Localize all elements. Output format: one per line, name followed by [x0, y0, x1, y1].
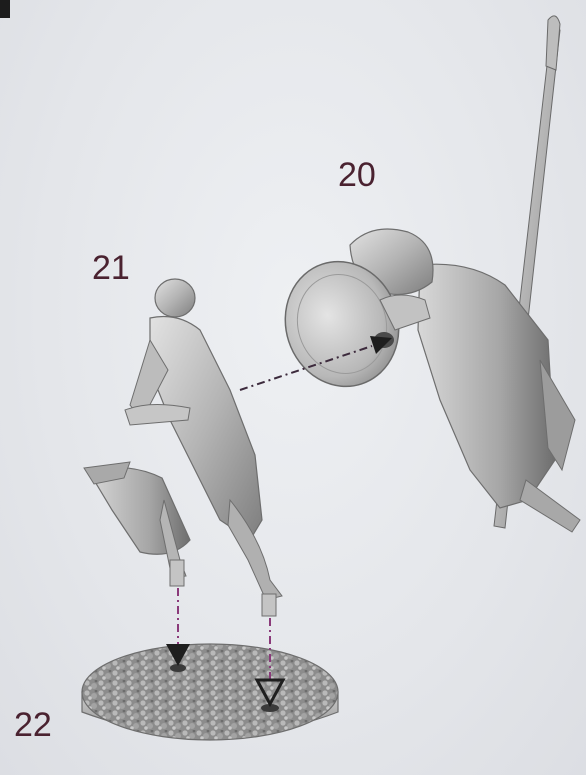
part-number-21: 21 [92, 249, 130, 288]
part-number-22: 22 [14, 706, 52, 745]
right-peg [262, 594, 276, 616]
cloak [418, 264, 555, 508]
part-number-20: 20 [338, 156, 376, 195]
part-22-round-base [82, 644, 338, 740]
part-20-torso-with-spear [269, 16, 580, 532]
spear-tip [546, 16, 560, 70]
base-top [82, 644, 338, 740]
part-21-skeleton-body [84, 279, 282, 616]
left-peg [170, 560, 184, 586]
skull [155, 279, 195, 317]
spear-butt [520, 480, 580, 532]
